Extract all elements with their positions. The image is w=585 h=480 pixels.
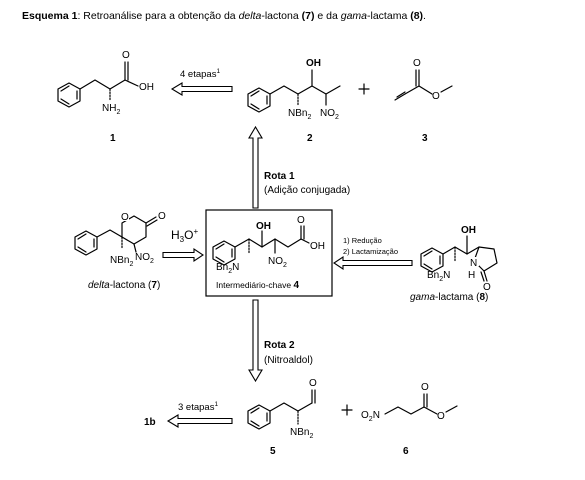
atom-nh2: NH2 bbox=[102, 103, 120, 116]
reagent-lactamizacao: 2) Lactamização bbox=[343, 247, 398, 256]
atom-bn2n: Bn2N bbox=[427, 270, 450, 283]
atom-o: O bbox=[122, 50, 130, 61]
compound-6-label: 6 bbox=[403, 446, 409, 457]
compound-2-label: 2 bbox=[307, 133, 313, 144]
atom-oh: OH bbox=[256, 221, 271, 232]
reagent-4-etapas: 4 etapas1 bbox=[180, 68, 220, 80]
atom-no2: NO2 bbox=[268, 256, 287, 269]
retro-arrow-rota-2 bbox=[248, 299, 263, 383]
reagent-h3o-plus: H3O+ bbox=[171, 227, 198, 244]
key-intermediate-box bbox=[205, 209, 333, 297]
atom-o: O bbox=[437, 411, 445, 422]
compound-1b-label: 1b bbox=[144, 417, 156, 428]
scheme-title: Esquema 1: Retroanálise para a obtenção … bbox=[22, 10, 426, 22]
atom-nbn2: NBn2 bbox=[290, 427, 313, 440]
atom-o: O bbox=[413, 58, 421, 69]
atom-o: O bbox=[421, 382, 429, 393]
compound-5-structure: O NBn2 bbox=[247, 378, 317, 440]
compound-7-label: delta-lactona (7) bbox=[88, 280, 160, 291]
compound-3-structure: O O bbox=[394, 58, 453, 102]
atom-oh: OH bbox=[461, 225, 476, 236]
route-2-title: Rota 2 bbox=[264, 340, 295, 351]
atom-nbn2: NBn2 bbox=[110, 255, 133, 268]
atom-o2n: O2N bbox=[361, 410, 380, 423]
atom-o: O bbox=[121, 212, 129, 223]
route-1-title: Rota 1 bbox=[264, 171, 295, 182]
compound-2-structure: OH NBn2 NO2 bbox=[247, 58, 341, 121]
compound-8-structure: OH N H O Bn2N bbox=[420, 225, 498, 293]
compound-6-structure: O2N O O bbox=[361, 382, 458, 423]
atom-o: O bbox=[432, 91, 440, 102]
atom-no2: NO2 bbox=[135, 252, 154, 265]
atom-o: O bbox=[483, 282, 491, 293]
retro-arrow-7 bbox=[162, 247, 204, 263]
retro-arrow-8 bbox=[333, 255, 413, 271]
atom-oh: OH bbox=[306, 58, 321, 69]
compound-3-label: 3 bbox=[422, 133, 428, 144]
atom-h: H bbox=[468, 270, 475, 281]
retro-arrow-1 bbox=[170, 82, 233, 96]
compound-4-structure: OH O OH Bn2N NO2 bbox=[212, 215, 325, 275]
atom-n: N bbox=[470, 258, 477, 269]
compound-1-structure: O OH NH2 bbox=[57, 50, 154, 116]
compound-5-label: 5 bbox=[270, 446, 276, 457]
compound-7-structure: O O NBn2 NO2 bbox=[74, 211, 166, 268]
atom-oh: OH bbox=[139, 82, 154, 93]
retro-arrow-rota-1 bbox=[248, 125, 263, 209]
atom-o: O bbox=[158, 211, 166, 222]
route-2-description: (Nitroaldol) bbox=[264, 355, 313, 366]
compound-1-label: 1 bbox=[110, 133, 116, 144]
retro-arrow-1b bbox=[166, 414, 233, 428]
atom-oh: OH bbox=[310, 241, 325, 252]
atom-bn2n: Bn2N bbox=[216, 262, 239, 275]
reagent-3-etapas: 3 etapas1 bbox=[178, 401, 218, 413]
atom-o: O bbox=[297, 215, 305, 226]
atom-no2: NO2 bbox=[320, 108, 339, 121]
key-intermediate-label: Intermediário-chave 4 bbox=[216, 280, 300, 291]
atom-nbn2: NBn2 bbox=[288, 108, 311, 121]
route-1-description: (Adição conjugada) bbox=[264, 185, 350, 196]
compound-8-label: gama-lactama (8) bbox=[410, 292, 488, 303]
atom-o: O bbox=[309, 378, 317, 389]
reagent-reducao: 1) Redução bbox=[343, 236, 382, 245]
